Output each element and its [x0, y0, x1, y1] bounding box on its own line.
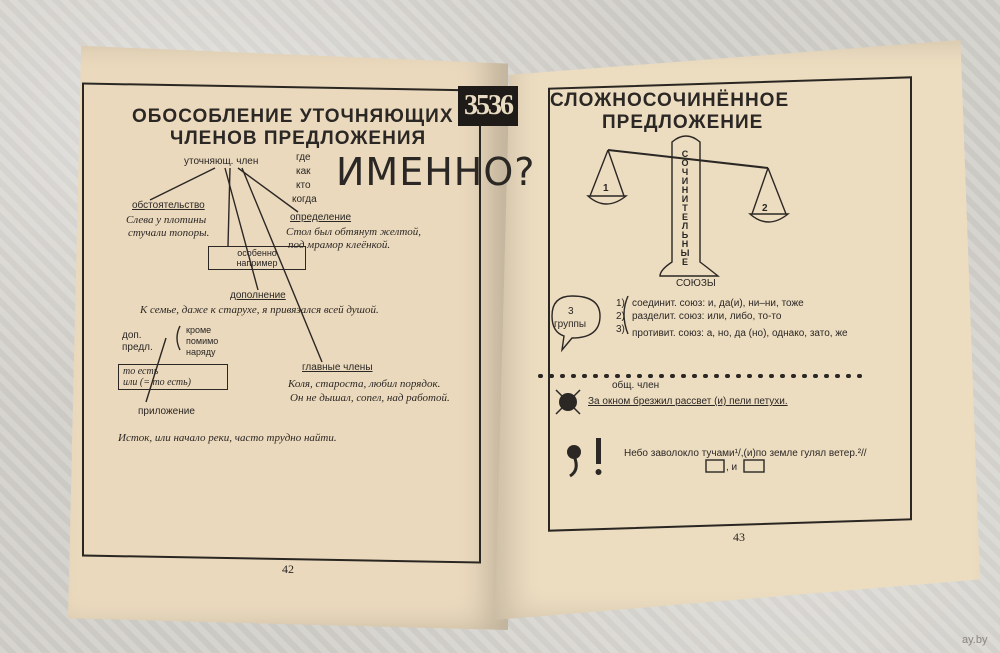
left-title-line1: ОБОСОБЛЕНИЕ УТОЧНЯЮЩИХ	[132, 106, 454, 127]
question-2: как	[296, 166, 311, 177]
right-title-line1: СЛОЖНОСОЧИНЁННОЕ	[550, 90, 790, 111]
example-definition-1: Стол был обтянут желтой,	[286, 226, 422, 238]
node-circumstance: обстоятельство	[132, 200, 205, 211]
except-2: помимо	[186, 336, 219, 346]
right-title-line2: ПРЕДЛОЖЕНИЕ	[602, 112, 764, 133]
example-main-1: Коля, староста, любил порядок.	[288, 378, 441, 390]
group-row-2-text: разделит. союз: или, либо, то-то	[632, 311, 782, 322]
group-row-1-text: соединит. союз: и, да(и), ни–ни, тоже	[632, 298, 804, 309]
except-1: кроме	[186, 325, 212, 335]
that-is-box: то есть или (= то есть)	[118, 364, 228, 390]
example-object: К семье, даже к старухе, я привязался вс…	[140, 304, 379, 316]
example-circumstance-2: стучали топоры.	[128, 227, 210, 239]
example-appositive: Исток, или начало реки, часто трудно най…	[118, 432, 337, 444]
especially-word: особенно	[237, 248, 277, 258]
especially-box: особенно например	[208, 246, 306, 270]
scale-pan-right-number: 2	[762, 203, 768, 214]
column-base-label: СОЮЗЫ	[676, 278, 716, 289]
group-row-3-num: 3)	[616, 324, 625, 335]
question-3: кто	[296, 180, 311, 191]
node-appositive: приложение	[138, 406, 195, 417]
node-root: уточняющ. член	[184, 156, 259, 167]
label-dop-1: доп.	[122, 330, 142, 341]
or-that-is-word: или (= то есть)	[123, 377, 192, 388]
column-letter-12: Е	[681, 257, 688, 267]
groups-word: группы	[554, 319, 587, 330]
example-circumstance-1: Слева у плотины	[126, 214, 207, 226]
that-is-word: то есть	[123, 366, 159, 377]
example-main-2: Он не дышал, сопел, над работой.	[290, 392, 450, 404]
example-sentence-2: Небо заволокло тучами¹/,(и)по земле гуля…	[624, 448, 867, 459]
group-row-1-num: 1)	[616, 298, 625, 309]
big-word-imenno: ИМЕННО?	[336, 150, 536, 194]
example-sentence-1: За окном брезжил рассвет (и) пели петухи…	[588, 396, 788, 407]
scale-pan-left-number: 1	[603, 183, 609, 194]
question-4: когда	[292, 194, 317, 205]
question-1: где	[296, 152, 311, 163]
except-3: наряду	[186, 347, 216, 357]
for-example-word: например	[236, 258, 278, 268]
groups-count: 3	[568, 306, 574, 317]
node-definition: определение	[290, 212, 352, 223]
watermark: ay.by	[962, 634, 988, 646]
left-page-number: 42	[282, 562, 294, 576]
right-page-number: 43	[733, 530, 745, 544]
group-row-3-text: противит. союз: а, но, да (но), однако, …	[632, 328, 848, 339]
label-dop-2: предл.	[122, 342, 153, 353]
scheme-connector: , и	[726, 462, 738, 473]
common-member-label: общ. член	[612, 380, 660, 391]
node-object: дополнение	[230, 290, 286, 301]
left-title-line2: ЧЛЕНОВ ПРЕДЛОЖЕНИЯ	[170, 128, 427, 149]
node-main-members: главные члены	[302, 362, 373, 373]
group-row-2-num: 2)	[616, 311, 625, 322]
